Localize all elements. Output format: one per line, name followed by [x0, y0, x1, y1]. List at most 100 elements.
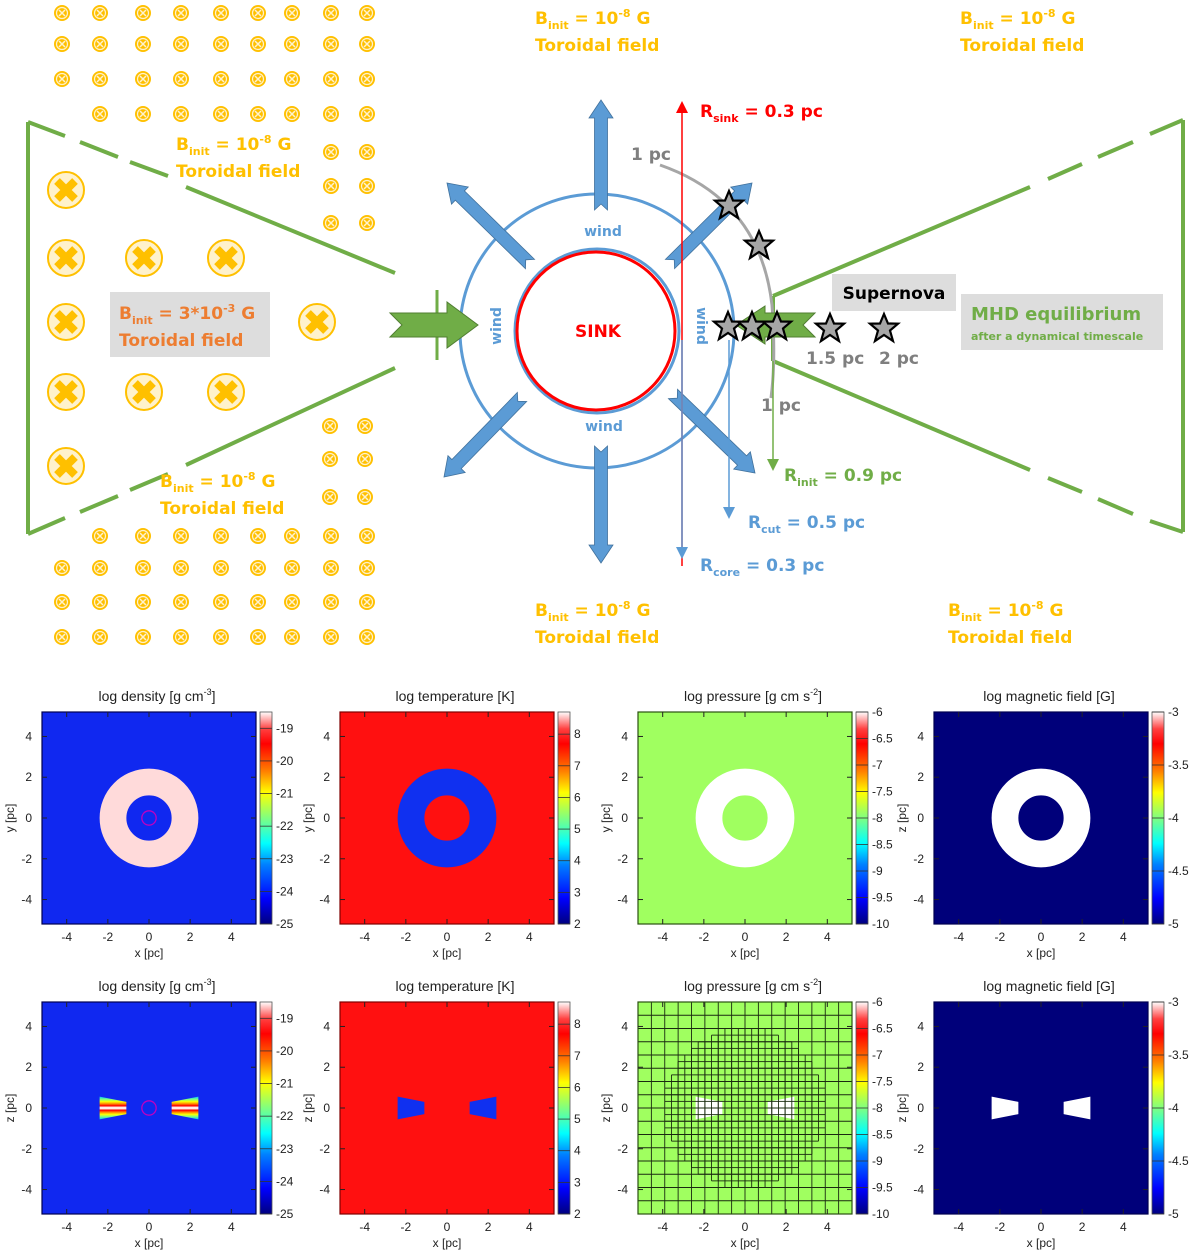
- small-field-symbol: [134, 35, 152, 53]
- colorbar-tick-label: -10: [872, 917, 890, 931]
- colorbar-tick-label: -20: [276, 754, 294, 768]
- small-field-symbol: [283, 593, 301, 611]
- supernova-star: [712, 310, 744, 341]
- small-field-symbol: [249, 593, 267, 611]
- small-field-symbol: [322, 177, 340, 195]
- r-cut-label: Rcut = 0.5 pc: [748, 513, 865, 536]
- y-tick-label: -2: [913, 1142, 924, 1156]
- colorbar-tick-label: -8.5: [872, 838, 893, 852]
- supernova-star: [868, 312, 900, 343]
- y-tick-label: -2: [21, 1142, 32, 1156]
- colorbar-tick-label: -7.5: [872, 785, 893, 799]
- x-tick-label: -4: [953, 1220, 964, 1234]
- map-background: [638, 712, 852, 924]
- small-field-symbol: [172, 105, 190, 123]
- x-tick-label: 4: [526, 930, 533, 944]
- small-field-symbol: [53, 4, 71, 22]
- small-field-symbol: [321, 417, 339, 435]
- x-axis-label: x [pc]: [731, 1236, 760, 1250]
- map-background: [340, 1002, 554, 1214]
- weak-field-value: Binit = 10-8 G: [160, 470, 275, 495]
- small-field-symbol: [249, 35, 267, 53]
- small-field-symbol: [249, 559, 267, 577]
- y-axis-label: z [pc]: [599, 1094, 613, 1123]
- r-sink-label: Rsink = 0.3 pc: [700, 102, 823, 125]
- strong-field-sublabel: Toroidal field: [119, 331, 243, 351]
- small-field-symbol: [249, 527, 267, 545]
- map-background: [934, 712, 1148, 924]
- wind-label-left: wind: [489, 307, 505, 345]
- small-field-symbol: [358, 628, 376, 646]
- x-tick-label: -4: [61, 1220, 72, 1234]
- small-field-symbol: [53, 70, 71, 88]
- y-axis-label: y [pc]: [3, 804, 17, 833]
- y-axis-label: z [pc]: [895, 804, 909, 833]
- y-tick-label: 4: [621, 1019, 628, 1033]
- wedge-right: [171, 1096, 199, 1120]
- colorbar-tick-label: -9: [872, 864, 883, 878]
- colorbar-tick-label: 8: [574, 727, 581, 741]
- small-field-symbol: [356, 488, 374, 506]
- small-field-symbol: [356, 417, 374, 435]
- small-field-symbol: [322, 105, 340, 123]
- colorbar-tick-label: 4: [574, 1144, 581, 1158]
- x-axis-label: x [pc]: [135, 946, 164, 960]
- y-axis-label: z [pc]: [301, 1094, 315, 1123]
- small-field-symbol: [134, 4, 152, 22]
- panel-title: log pressure [g cm s-2]: [684, 977, 822, 994]
- small-field-symbol: [322, 527, 340, 545]
- small-field-symbol: [322, 214, 340, 232]
- colorbar-tick-label: -24: [276, 1174, 294, 1188]
- y-tick-label: 2: [917, 1060, 924, 1074]
- wind-inner-circle: [513, 247, 681, 415]
- y-tick-label: 0: [25, 811, 32, 825]
- amr-grid: [637, 1001, 853, 1215]
- wedge-right: [1063, 1096, 1091, 1120]
- x-tick-label: 2: [485, 930, 492, 944]
- x-tick-label: 2: [783, 930, 790, 944]
- colorbar-tick-label: -5: [1168, 1207, 1179, 1221]
- y-tick-label: 2: [25, 1060, 32, 1074]
- y-tick-label: -4: [319, 1183, 330, 1197]
- colorbar-tick-label: -7: [872, 758, 883, 772]
- y-tick-label: 2: [621, 770, 628, 784]
- small-field-symbol: [91, 35, 109, 53]
- small-field-symbol: [91, 527, 109, 545]
- setup-diagram: Binit = 3*10-3 G Toroidal field Binit = …: [26, 4, 1185, 648]
- x-tick-label: 4: [228, 1220, 235, 1234]
- x-tick-label: 0: [742, 930, 749, 944]
- x-tick-label: -2: [699, 930, 710, 944]
- weak-field-value: Binit = 10-8 G: [176, 133, 291, 158]
- one-point-five-pc-label: 1.5 pc: [806, 349, 864, 369]
- supernova-label-box: [832, 274, 956, 311]
- map-background: [340, 712, 554, 924]
- small-field-symbol: [358, 70, 376, 88]
- colorbar-tick-label: -25: [276, 917, 294, 931]
- small-field-symbol: [134, 559, 152, 577]
- y-tick-label: 0: [323, 1101, 330, 1115]
- small-field-symbol: [358, 527, 376, 545]
- x-tick-label: -4: [657, 930, 668, 944]
- inflow-arrow-left: [388, 290, 479, 360]
- x-tick-label: 2: [187, 1220, 194, 1234]
- y-tick-label: -2: [617, 852, 628, 866]
- y-tick-label: 0: [621, 1101, 628, 1115]
- colorbar-tick-label: -3: [1168, 995, 1179, 1009]
- y-tick-label: -4: [617, 1183, 628, 1197]
- colorbar-tick-label: -6.5: [872, 732, 893, 746]
- small-field-symbol: [172, 593, 190, 611]
- small-field-symbol: [283, 4, 301, 22]
- colorbar-tick-label: 5: [574, 822, 581, 836]
- colorbar-tick-label: -4.5: [1168, 864, 1189, 878]
- small-field-symbol: [53, 628, 71, 646]
- small-field-symbol: [322, 4, 340, 22]
- x-tick-label: 4: [824, 1220, 831, 1234]
- panel-title: log temperature [K]: [395, 688, 514, 704]
- colorbar-tick-label: 2: [574, 1207, 581, 1221]
- one-pc-label-bottom: 1 pc: [761, 396, 801, 416]
- x-axis-label: x [pc]: [433, 1236, 462, 1250]
